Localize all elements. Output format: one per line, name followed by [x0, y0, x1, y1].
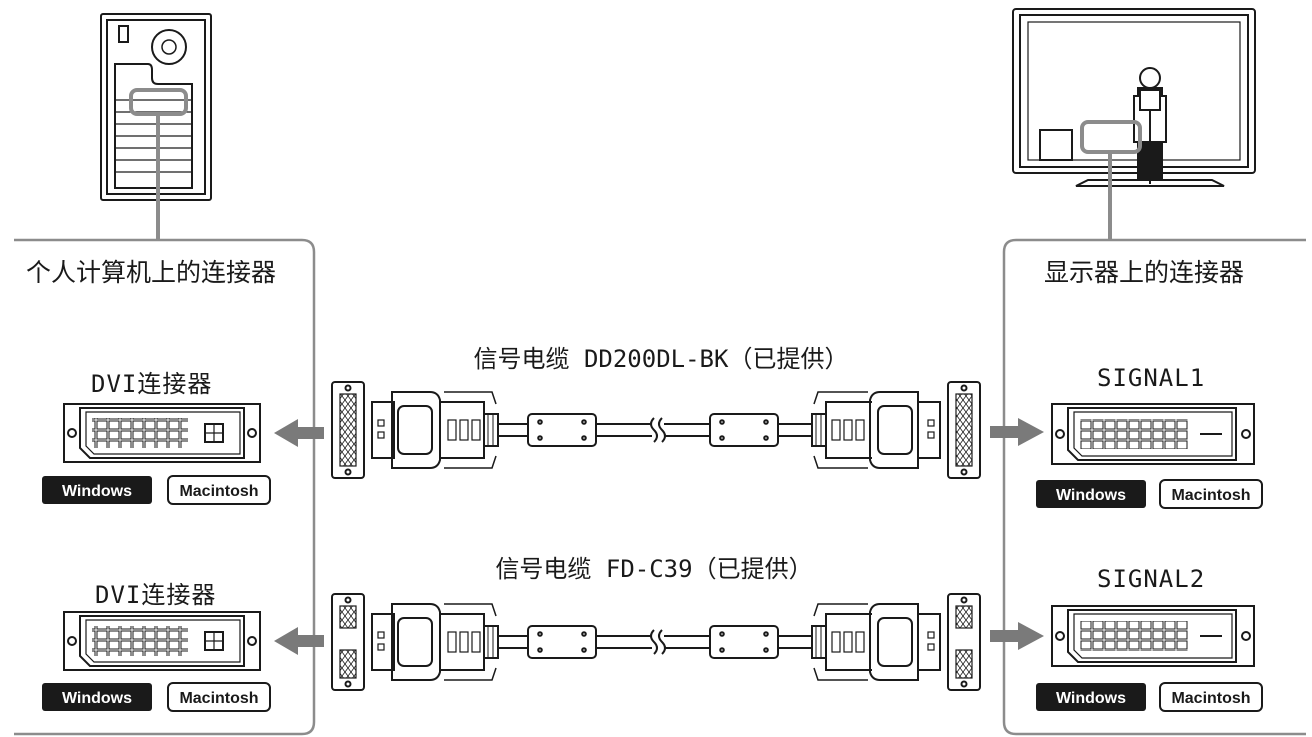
windows-badge-label: Windows — [62, 690, 132, 707]
left-panel-border — [14, 238, 316, 736]
macintosh-badge-label: Macintosh — [179, 483, 258, 500]
pc-badges-2: Windows Macintosh — [42, 682, 271, 712]
cable-2-label: 信号电缆 FD-C39（已提供） — [495, 555, 812, 583]
windows-badge — [42, 683, 152, 711]
monitor-connector-label-2: SIGNAL2 — [1097, 565, 1205, 593]
arrow-to-monitor-1 — [990, 418, 1044, 446]
arrow-to-pc-2 — [274, 627, 324, 655]
arrow-to-monitor-2 — [990, 622, 1044, 650]
windows-badge-label: Windows — [1056, 487, 1126, 504]
pc-dvi-connector-1: DVI连接器 — [63, 370, 261, 463]
right-panel-border — [1002, 238, 1306, 736]
right-panel-title: 显示器上的连接器 — [1044, 258, 1244, 287]
monitor-signal2-connector: SIGNAL2 — [1051, 565, 1255, 667]
cable-1-dd200dl-bk — [331, 381, 981, 479]
left-panel-title: 个人计算机上的连接器 — [26, 258, 276, 287]
pc-badges-1: Windows Macintosh — [42, 475, 271, 505]
macintosh-badge — [1159, 479, 1263, 509]
monitor-icon — [1012, 8, 1256, 187]
monitor-port-highlight — [1080, 120, 1142, 154]
monitor-badges-1: Windows Macintosh — [1036, 479, 1263, 509]
macintosh-badge-label: Macintosh — [1171, 690, 1250, 707]
cable-2-fd-c39 — [331, 593, 981, 691]
macintosh-badge-label: Macintosh — [179, 690, 258, 707]
windows-badge-label: Windows — [62, 483, 132, 500]
arrow-to-pc-1 — [274, 419, 324, 447]
pc-connector-label-1: DVI连接器 — [91, 370, 212, 398]
macintosh-badge-label: Macintosh — [1171, 487, 1250, 504]
macintosh-badge — [1159, 682, 1263, 712]
monitor-connector-label-1: SIGNAL1 — [1097, 364, 1205, 392]
monitor-badges-2: Windows Macintosh — [1036, 682, 1263, 712]
windows-badge — [1036, 683, 1146, 711]
windows-badge-label: Windows — [1056, 690, 1126, 707]
monitor-signal1-connector: SIGNAL1 — [1051, 364, 1255, 465]
pc-dvi-connector-2: DVI连接器 — [63, 581, 261, 671]
windows-badge — [1036, 480, 1146, 508]
windows-badge — [42, 476, 152, 504]
pc-port-highlight — [129, 88, 188, 116]
pc-connector-label-2: DVI连接器 — [95, 581, 216, 609]
cable-1-label: 信号电缆 DD200DL-BK（已提供） — [474, 345, 849, 373]
macintosh-badge — [167, 682, 271, 712]
macintosh-badge — [167, 475, 271, 505]
